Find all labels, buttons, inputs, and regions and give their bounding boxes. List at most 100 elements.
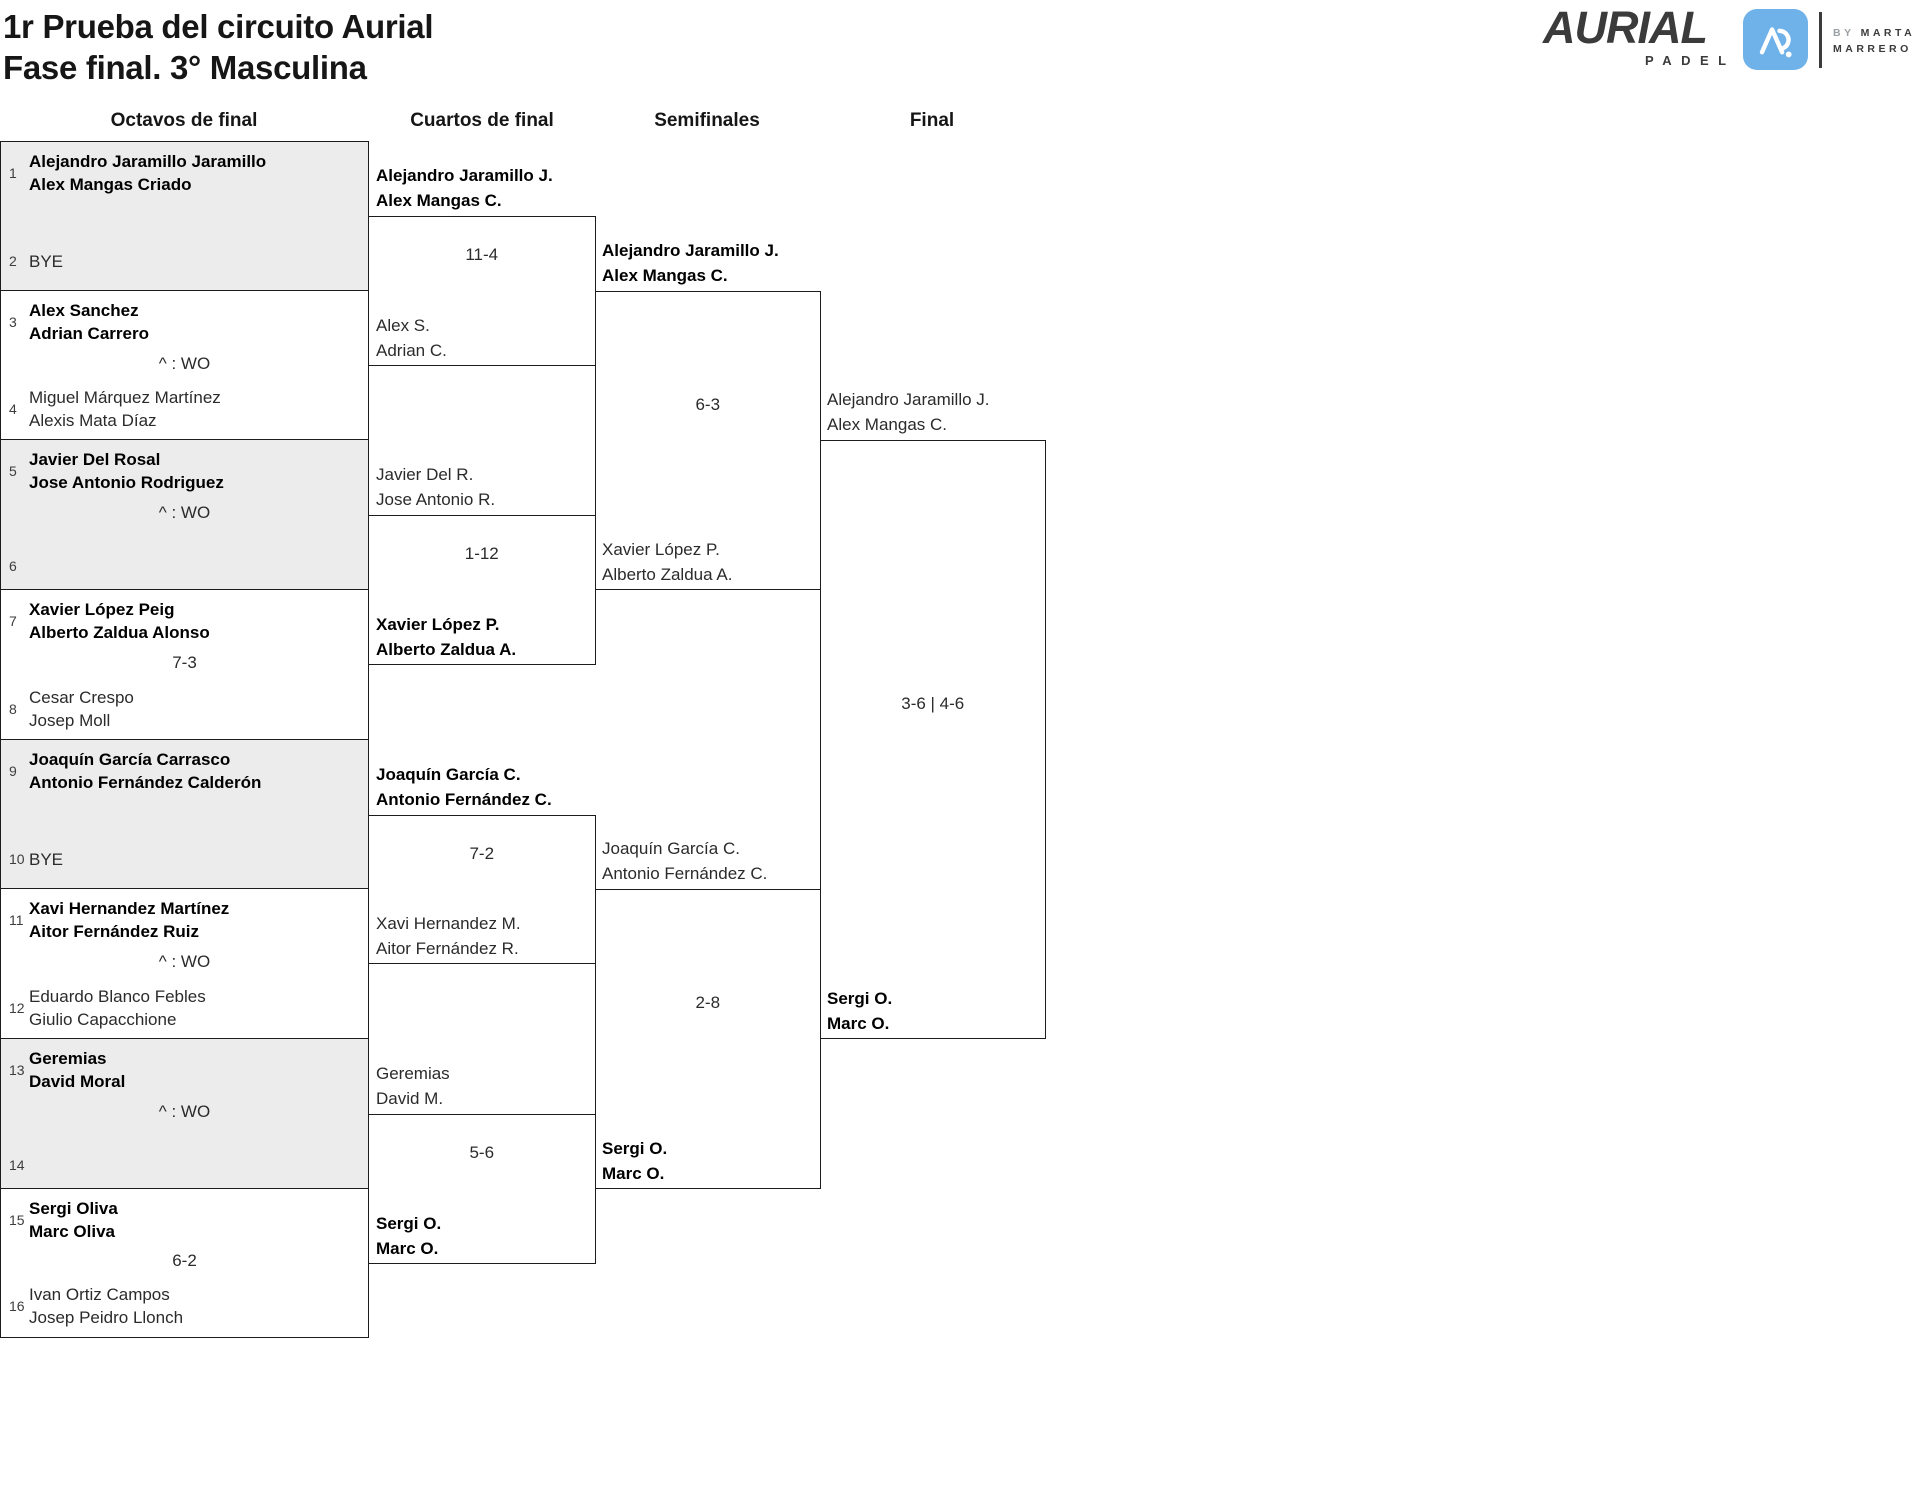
page-title: 1r Prueba del circuito Aurial Fase final… xyxy=(3,6,434,88)
team-name-line: Alberto Zaldua Alonso xyxy=(29,622,210,642)
seed-number: 10 xyxy=(9,851,25,867)
team-name-line: Joaquín García C. xyxy=(602,839,740,858)
match-score: 6-2 xyxy=(172,1251,197,1271)
team-name-line: Alex Mangas C. xyxy=(827,415,947,434)
team-name-line: Giulio Capacchione xyxy=(29,1009,177,1029)
match-score: ^ : WO xyxy=(158,503,211,522)
cuartos-match-4-team-top: Geremias David M. xyxy=(376,1061,450,1111)
team-name-line: Joaquín García C. xyxy=(376,764,521,784)
match-score: ^ : WO xyxy=(158,1102,211,1121)
semifinal-1-team-bottom: Xavier López P. Alberto Zaldua A. xyxy=(602,537,732,587)
match-score: ^ : WO xyxy=(158,952,211,971)
octavos-match-2: 3 Alex Sanchez Adrian Carrero ^ : WO 4 M… xyxy=(1,291,368,440)
team-name-line: Josep Moll xyxy=(29,710,111,730)
team-name-line: Joaquín García Carrasco xyxy=(29,749,231,769)
final-team-bottom: Sergi O. Marc O. xyxy=(827,986,892,1036)
cuartos-match-4-score: 5-6 xyxy=(469,1143,495,1162)
team-slot-seed-8: 8 Cesar Crespo Josep Moll xyxy=(9,686,134,732)
final-team-top: Alejandro Jaramillo J. Alex Mangas C. xyxy=(827,387,990,437)
team-name-line: Alejandro Jaramillo J. xyxy=(827,390,990,409)
cuartos-match-2-box xyxy=(368,515,596,665)
match-score: ^ : WO xyxy=(158,353,211,373)
team-name-line: Geremias xyxy=(29,1048,107,1068)
team-name-line: Antonio Fernández Calderón xyxy=(29,772,262,792)
semifinal-2-score: 2-8 xyxy=(695,993,721,1012)
cuartos-match-2-score: 1-12 xyxy=(464,544,499,563)
team-slot-seed-4: 4 Miguel Márquez Martínez Alexis Mata Dí… xyxy=(9,386,221,432)
aurial-logo-wordmark: AURIAL xyxy=(1543,2,1708,53)
seed-number: 14 xyxy=(9,1156,25,1173)
seed-number: 12 xyxy=(9,999,25,1016)
semifinal-2-box xyxy=(595,889,821,1189)
team-slot-seed-1: 1 Alejandro Jaramillo Jaramillo Alex Man… xyxy=(9,150,266,196)
team-name-line: Xavier López P. xyxy=(376,615,500,634)
match-score: 7-3 xyxy=(172,653,197,672)
team-name-line: Adrian C. xyxy=(376,340,447,360)
team-name-line: Sergi O. xyxy=(827,989,893,1008)
cuartos-match-2-team-bottom: Xavier López P. Alberto Zaldua A. xyxy=(376,612,516,662)
team-slot-seed-15: 15 Sergi Oliva Marc Oliva xyxy=(9,1197,118,1243)
cuartos-match-4-team-bottom: Sergi O. Marc O. xyxy=(376,1211,441,1261)
team-name-line: Marc Oliva xyxy=(29,1221,115,1241)
team-name-line: Marc O. xyxy=(827,1014,890,1033)
team-slot-seed-9: 9 Joaquín García Carrasco Antonio Fernán… xyxy=(9,748,261,794)
match-score xyxy=(1,205,368,227)
cuartos-match-3-score: 7-2 xyxy=(469,843,495,863)
seed-number: 13 xyxy=(9,1061,25,1078)
seed-number: 2 xyxy=(9,253,17,269)
team-name-line: Alex Mangas C. xyxy=(376,191,502,210)
column-header-octavos: Octavos de final xyxy=(110,110,258,131)
team-name-line: Ivan Ortiz Campos xyxy=(29,1285,170,1304)
team-name-line: Sergi O. xyxy=(376,1213,442,1233)
team-name-line: Jose Antonio Rodriguez xyxy=(29,472,224,492)
semifinal-2-team-top: Joaquín García C. Antonio Fernández C. xyxy=(602,836,767,886)
team-name-line: Sergi Oliva xyxy=(29,1198,118,1218)
team-name-line: Eduardo Blanco Febles xyxy=(29,986,206,1006)
seed-number: 4 xyxy=(9,400,17,417)
logo-by-name2: MARRERO xyxy=(1833,43,1912,55)
page-title-line1: 1r Prueba del circuito Aurial xyxy=(3,8,434,45)
team-slot-seed-6: 6 xyxy=(9,558,26,574)
cuartos-match-3-team-bottom: Xavi Hernandez M. Aitor Fernández R. xyxy=(376,911,521,961)
team-name-line: Alberto Zaldua A. xyxy=(602,565,733,584)
team-name-line: Marc O. xyxy=(602,1164,665,1183)
team-name-line: David M. xyxy=(376,1089,444,1108)
logo-by-name1: MARTA xyxy=(1860,27,1916,39)
seed-number: 6 xyxy=(9,557,17,574)
team-slot-seed-7: 7 Xavier López Peig Alberto Zaldua Alons… xyxy=(9,598,210,644)
team-slot-seed-12: 12 Eduardo Blanco Febles Giulio Capacchi… xyxy=(9,985,206,1031)
team-name-line: Alexis Mata Díaz xyxy=(29,410,157,430)
team-name-line: Marc O. xyxy=(376,1238,439,1258)
team-name-line: Adrian Carrero xyxy=(29,323,149,343)
seed-number: 16 xyxy=(9,1298,25,1314)
column-header-cuartos: Cuartos de final xyxy=(410,110,554,131)
team-slot-seed-2: 2 BYE xyxy=(9,250,63,273)
team-name-line: Antonio Fernández C. xyxy=(602,864,768,883)
octavos-match-7: 13 Geremias David Moral ^ : WO 14 xyxy=(1,1038,368,1189)
team-slot-seed-13: 13 Geremias David Moral xyxy=(9,1047,125,1093)
team-slot-seed-16: 16 Ivan Ortiz Campos Josep Peidro Llonch xyxy=(9,1283,183,1329)
team-name-line: Aitor Fernández R. xyxy=(376,939,519,958)
team-name-line: Alejandro Jaramillo J. xyxy=(376,166,553,185)
team-name-line: Antonio Fernández C. xyxy=(376,789,552,809)
octavos-match-3: 5 Javier Del Rosal Jose Antonio Rodrigue… xyxy=(1,439,368,590)
final-match-box xyxy=(820,440,1046,1039)
octavos-match-1: 1 Alejandro Jaramillo Jaramillo Alex Man… xyxy=(1,142,368,291)
team-slot-seed-3: 3 Alex Sanchez Adrian Carrero xyxy=(9,299,149,345)
team-name-line: Xavi Hernandez Martínez xyxy=(29,898,230,918)
team-name-line: Miguel Márquez Martínez xyxy=(29,387,221,407)
cuartos-match-1-score: 11-4 xyxy=(465,245,499,264)
team-name-line: Javier Del Rosal xyxy=(29,449,161,469)
team-name-line: Jose Antonio R. xyxy=(376,490,496,509)
team-name-line: Xavi Hernandez M. xyxy=(376,914,521,933)
seed-number: 15 xyxy=(9,1211,25,1228)
cuartos-match-1-team-bottom: Alex S. Adrian C. xyxy=(376,313,447,363)
team-name-line: Alejandro Jaramillo Jaramillo xyxy=(29,152,267,171)
team-name-line: Aitor Fernández Ruiz xyxy=(29,921,200,941)
team-slot-seed-10: 10 BYE xyxy=(9,848,63,871)
team-name-line: Geremias xyxy=(376,1064,450,1083)
team-name-line: Xavier López P. xyxy=(602,540,720,559)
octavos-match-4: 7 Xavier López Peig Alberto Zaldua Alons… xyxy=(1,590,368,740)
